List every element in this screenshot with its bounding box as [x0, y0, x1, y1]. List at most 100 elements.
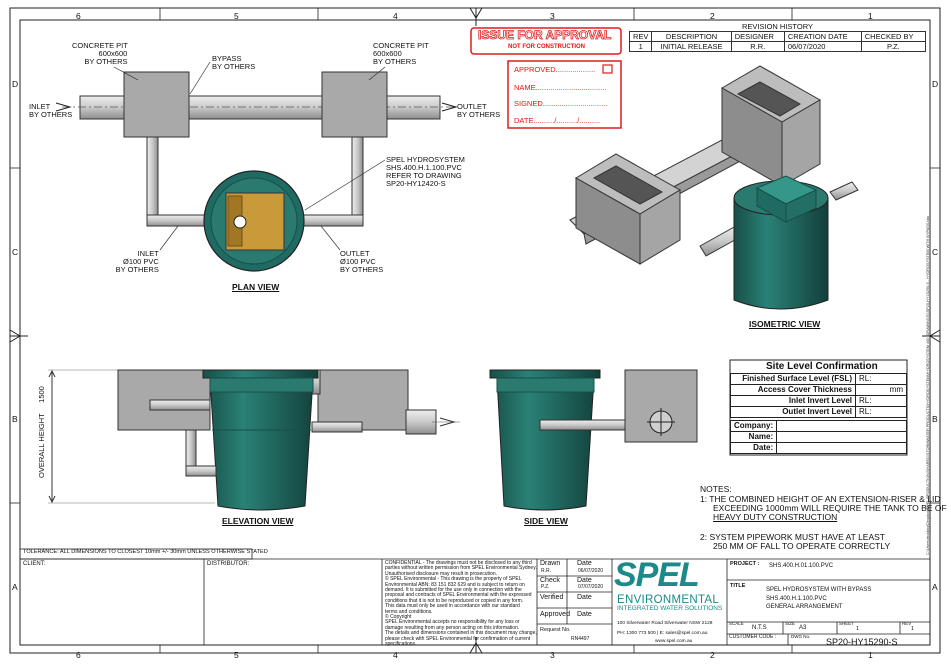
check-date: 07/07/2020	[578, 584, 604, 590]
tolerance-note: TOLERANCE: ALL DIMENSIONS TO CLOSEST 10m…	[23, 549, 268, 555]
plan-pit-left	[123, 71, 190, 138]
stamp-date: DATE........../........../..........	[514, 116, 601, 125]
site-level-value[interactable]: RL:	[855, 395, 907, 407]
request-value: RN4497	[571, 636, 590, 642]
site-level-value[interactable]: RL:	[855, 406, 907, 418]
confidential-text: CONFIDENTIAL - The drawings must not be …	[385, 560, 537, 648]
rev-header-checked-by: CHECKED BY	[860, 31, 927, 42]
client-label: CLIENT:	[23, 561, 46, 567]
grid-row-b-left: B	[12, 414, 18, 424]
grid-col-2-top: 2	[710, 11, 715, 21]
site-level-label: Finished Surface Level (FSL)	[730, 373, 856, 385]
centering-marks	[9, 7, 941, 654]
rev-cell: 06/07/2020	[783, 41, 862, 52]
rev-cell: 1	[628, 41, 653, 52]
size-label: SIZE	[785, 621, 796, 626]
project-label: PROJECT :	[730, 561, 760, 567]
file-path: C:\Users\rholding\Dropbox\SPEL PRODUCTIO…	[926, 215, 930, 555]
label-outlet: OUTLET BY OTHERS	[457, 102, 501, 119]
side-tank	[489, 369, 601, 511]
grid-col-6-top: 6	[76, 11, 81, 21]
drawing-title: SPEL HYDROSYSTEM WITH BYPASS SHS.400.H.1…	[766, 587, 872, 610]
stamp-name: NAME..................................	[514, 83, 607, 92]
sign-label: Company:	[729, 420, 778, 432]
sheet-value: 1	[856, 626, 860, 632]
rev-header-designer: DESIGNER	[730, 31, 785, 42]
site-level-label: Outlet Invert Level	[730, 406, 856, 418]
company-web: www.spel.com.au	[655, 639, 693, 644]
rev-header-rev: REV	[628, 31, 653, 42]
plan-view	[55, 61, 458, 272]
site-level-value[interactable]: mm	[855, 384, 907, 396]
grid-col-6-bottom: 6	[76, 650, 81, 660]
drawn-date: 06/07/2020	[578, 568, 604, 574]
rev-value: 1	[911, 626, 915, 632]
verified-date-label: Date	[577, 594, 592, 601]
rev-cell: R.R.	[730, 41, 785, 52]
label-spel-hydrosystem: SPEL HYDROSYSTEM SHS.400.H.1.100.PVC REF…	[386, 155, 465, 188]
scale-value: N.T.S	[752, 625, 767, 631]
stamp-title: ISSUE FOR APPROVAL	[478, 28, 612, 42]
label-concrete-pit-right: CONCRETE PIT 600x600 BY OTHERS	[373, 41, 429, 66]
company-address: 100 Silverwater Road Silverwater NSW 212…	[617, 621, 713, 626]
overall-height-label: OVERALL HEIGHT 1500	[37, 386, 46, 478]
label-concrete-pit-left: CONCRETE PIT 600x600 BY OTHERS	[72, 41, 128, 66]
revision-table: REV DESCRIPTION DESIGNER CREATION DATE C…	[628, 31, 927, 52]
grid-col-1-top: 1	[868, 11, 873, 21]
sign-field[interactable]	[776, 420, 907, 432]
plan-view-title: PLAN VIEW	[232, 282, 280, 292]
dwg-number: SP20-HY15290-S	[826, 637, 898, 647]
label-inlet: INLET BY OTHERS	[29, 102, 73, 119]
label-inlet-pipe: INLET Ø100 PVC BY OTHERS	[115, 249, 159, 274]
verified-label: Verified	[540, 594, 564, 601]
isometric-view-title: ISOMETRIC VIEW	[749, 319, 821, 329]
grid-col-3-bottom: 3	[550, 650, 555, 660]
sign-field[interactable]	[776, 442, 907, 454]
approval-stamp-frame	[470, 27, 622, 129]
isometric-view	[569, 65, 859, 310]
iso-tank	[733, 197, 829, 310]
logo-tagline: INTEGRATED WATER SOLUTIONS	[617, 605, 723, 612]
elevation-view	[48, 369, 460, 511]
company-contact: PH: 1300 773 500 | E: sales@spel.com.au	[617, 631, 708, 636]
grid-row-c-left: C	[12, 247, 19, 257]
scale-label: SCALE	[729, 621, 744, 626]
site-level-table: Finished Surface Level (FSL)RL: Access C…	[730, 373, 907, 418]
stamp-signed: SIGNED...............................	[514, 99, 608, 108]
grid-row-d-left: D	[12, 79, 19, 89]
grid-col-5-bottom: 5	[234, 650, 239, 660]
check-value: P.Z.	[541, 584, 550, 590]
grid-col-3-top: 3	[550, 11, 555, 21]
request-label: Request No.	[540, 627, 571, 633]
sheet-label: SHEET	[839, 621, 855, 626]
site-level-title: Site Level Confirmation	[766, 361, 878, 372]
rev-header-description: DESCRIPTION	[651, 31, 732, 42]
drawn-value: R.R.	[541, 568, 551, 574]
stamp-approved: APPROVED...................	[514, 65, 596, 74]
rev-cell: P.Z.	[860, 41, 927, 52]
sign-label: Name:	[729, 431, 778, 443]
side-view	[489, 369, 698, 511]
note-2: 2: SYSTEM PIPEWORK MUST HAVE AT LEAST 25…	[700, 532, 891, 551]
grid-col-1-bottom: 1	[868, 650, 873, 660]
label-outlet-pipe: OUTLET Ø100 PVC BY OTHERS	[340, 249, 384, 274]
size-value: A3	[799, 625, 807, 631]
grid-row-c-right: C	[932, 247, 939, 257]
grid-col-2-bottom: 2	[710, 650, 715, 660]
site-level-value[interactable]: RL:	[855, 373, 907, 385]
grid-col-4-bottom: 4	[393, 650, 398, 660]
project-value: SHS.400.H.01.100.PVC	[769, 563, 834, 569]
drawn-label: Drawn	[540, 560, 561, 567]
sign-field[interactable]	[776, 431, 907, 443]
grid-row-d-right: D	[932, 79, 939, 89]
spel-logo: SPEL	[614, 556, 700, 594]
grid-row-b-right: B	[932, 414, 938, 424]
stamp-subtitle: NOT FOR CONSTRUCTION	[508, 44, 585, 50]
grid-col-5-top: 5	[234, 11, 239, 21]
check-label: Check	[540, 577, 560, 584]
check-date-label: Date	[577, 577, 592, 584]
revision-history-title: REVISION HISTORY	[742, 22, 813, 31]
grid-row-a-left: A	[12, 582, 18, 592]
